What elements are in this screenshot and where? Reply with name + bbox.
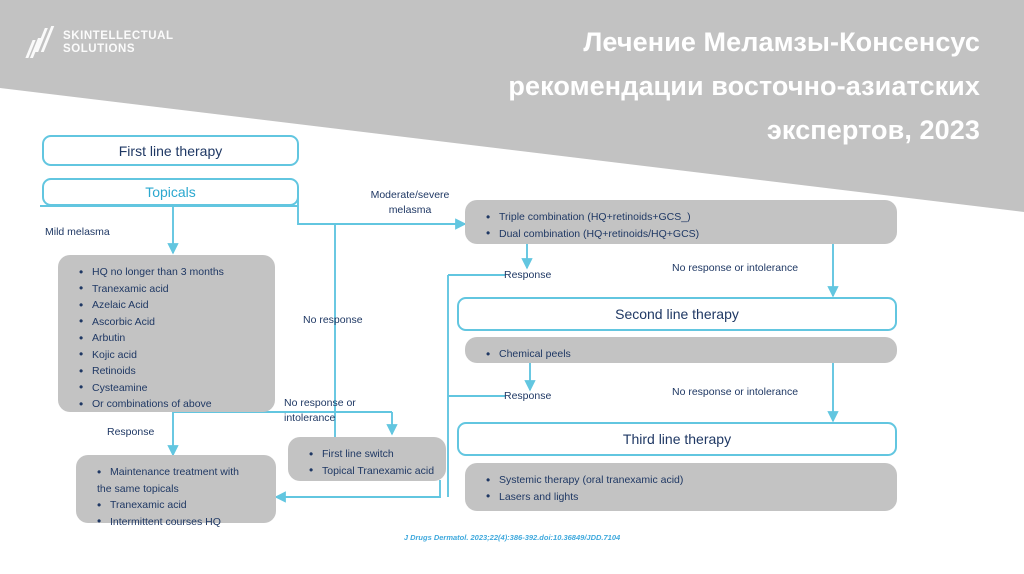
- first-line-switch-list: First line switch Topical Tranexamic aci…: [288, 446, 446, 479]
- citation-text: J Drugs Dermatol. 2023;22(4):386-392.doi…: [403, 533, 621, 542]
- no-response-or-intolerance-label-second: No response or intolerance: [672, 262, 799, 274]
- response-label-third-line: Response: [504, 390, 552, 402]
- list-item: First line switch: [288, 446, 446, 463]
- list-item: Ascorbic Acid: [58, 313, 275, 331]
- list-item: Tranexamic acid: [58, 280, 275, 298]
- list-item: Dual combination (HQ+retinoids/HQ+GCS): [465, 225, 897, 243]
- response-label-second-line: Response: [504, 269, 552, 281]
- list-item: Arbutin: [58, 330, 275, 347]
- combination-therapy-list: Triple combination (HQ+retinoids+GCS_) D…: [465, 209, 897, 242]
- combination-therapy-box: Triple combination (HQ+retinoids+GCS_) D…: [465, 200, 897, 244]
- third-line-options-box: Systemic therapy (oral tranexamic acid) …: [465, 463, 897, 511]
- list-item: Systemic therapy (oral tranexamic acid): [465, 472, 897, 489]
- moderate-severe-line-2: melasma: [388, 204, 432, 216]
- list-item: Chemical peels: [465, 346, 897, 363]
- no-response-or-intolerance-label-third: No response or intolerance: [672, 386, 799, 398]
- chemical-peels-list: Chemical peels: [465, 346, 897, 363]
- topicals-options-list: HQ no longer than 3 months Tranexamic ac…: [58, 264, 275, 413]
- list-item: Lasers and lights: [465, 488, 897, 506]
- maintenance-list: Maintenance treatment with the same topi…: [76, 464, 276, 530]
- page-title-line-1: Лечение Меламзы-Консенсус: [583, 27, 980, 57]
- moderate-severe-melasma-label: Moderate/severe melasma: [320, 188, 500, 218]
- list-item: Tranexamic acid: [76, 497, 276, 514]
- maintenance-box: Maintenance treatment with the same topi…: [76, 455, 276, 529]
- list-item: Azelaic Acid: [58, 297, 275, 314]
- third-line-therapy-box[interactable]: Third line therapy: [457, 422, 897, 456]
- topicals-box[interactable]: Topicals: [42, 178, 299, 206]
- second-line-therapy-box[interactable]: Second line therapy: [457, 297, 897, 331]
- list-item: Kojic acid: [58, 346, 275, 364]
- chemical-peels-box: Chemical peels: [465, 337, 897, 363]
- moderate-severe-line-1: Moderate/severe: [370, 189, 450, 201]
- second-line-therapy-label: Second line therapy: [615, 306, 739, 322]
- page-title: Лечение Меламзы-Консенсус рекомендации в…: [360, 20, 980, 152]
- no-response-label: No response: [303, 314, 363, 326]
- no-response-or-line-1: No response or: [284, 397, 356, 409]
- list-item-cont: the same topicals: [97, 482, 179, 495]
- list-item: Cysteamine: [58, 379, 275, 397]
- list-item: Maintenance treatment with: [76, 464, 276, 481]
- mild-melasma-label: Mild melasma: [45, 226, 110, 238]
- list-item: Topical Tranexamic acid: [288, 462, 446, 480]
- topicals-label: Topicals: [145, 184, 196, 200]
- page-title-line-2: рекомендации восточно-азиатских: [508, 71, 980, 101]
- third-line-options-list: Systemic therapy (oral tranexamic acid) …: [465, 472, 897, 505]
- brand-logo-text: SKINTELLECTUAL SOLUTIONS: [63, 30, 174, 56]
- topicals-options-box: HQ no longer than 3 months Tranexamic ac…: [58, 255, 275, 412]
- brand-logo: SKINTELLECTUAL SOLUTIONS: [25, 26, 174, 60]
- list-item: HQ no longer than 3 months: [58, 264, 275, 281]
- no-response-or-line-2: intolerance: [284, 412, 336, 424]
- first-line-switch-box: First line switch Topical Tranexamic aci…: [288, 437, 446, 481]
- response-label-left: Response: [107, 426, 155, 438]
- first-line-therapy-box[interactable]: First line therapy: [42, 135, 299, 166]
- page-title-line-3: экспертов, 2023: [766, 115, 980, 145]
- list-item: Or combinations of above: [58, 396, 275, 413]
- list-item: Intermittent courses HQ: [76, 513, 276, 531]
- first-line-therapy-label: First line therapy: [118, 142, 223, 159]
- brand-logo-line2: SOLUTIONS: [63, 43, 136, 55]
- no-response-or-intolerance-label-left: No response or intolerance: [284, 396, 356, 426]
- list-item: Retinoids: [58, 363, 275, 380]
- list-item: Triple combination (HQ+retinoids+GCS_): [465, 209, 897, 226]
- brand-logo-line1: SKINTELLECTUAL: [63, 30, 174, 42]
- third-line-therapy-label: Third line therapy: [622, 431, 732, 447]
